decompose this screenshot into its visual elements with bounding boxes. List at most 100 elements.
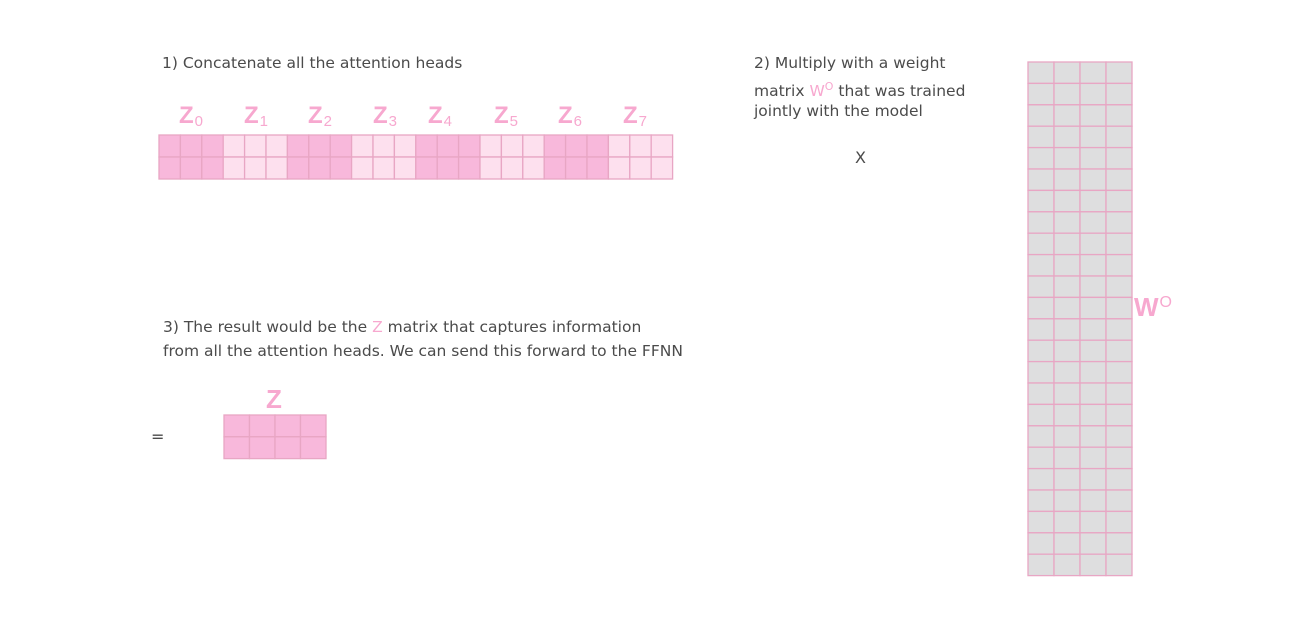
concat-cell	[372, 156, 396, 180]
wo-cell	[1027, 489, 1055, 513]
wo-cell	[1027, 360, 1055, 384]
wo-cell	[1053, 425, 1081, 448]
head-label-0: Z0	[179, 102, 203, 136]
head-letter: Z	[308, 102, 323, 129]
wo-cell	[1105, 211, 1133, 234]
wo-cell	[1079, 382, 1107, 406]
wo-cell	[1079, 211, 1107, 234]
concat-cell	[629, 156, 652, 180]
concat-cell	[500, 134, 524, 158]
wo-cell	[1027, 189, 1055, 213]
concat-cell	[222, 156, 246, 180]
wo-cell	[1105, 532, 1133, 555]
wo-cell	[1027, 82, 1055, 106]
concat-cell	[308, 156, 331, 180]
wo-cell	[1027, 125, 1055, 149]
concat-cell	[586, 134, 610, 158]
wo-cell	[1027, 425, 1055, 448]
wo-cell	[1105, 168, 1133, 192]
wo-cell	[1079, 532, 1107, 555]
wo-cell	[1105, 425, 1133, 448]
concat-cell	[522, 134, 545, 158]
concat-cell	[286, 134, 310, 158]
wo-cell	[1079, 82, 1107, 106]
head-label-7: Z7	[623, 102, 647, 136]
wo-cell	[1027, 296, 1055, 320]
wo-cell	[1105, 339, 1133, 363]
step2-w-sup: O	[824, 80, 834, 93]
wo-cell	[1079, 425, 1107, 448]
wo-cell	[1105, 382, 1133, 406]
concat-cell	[457, 134, 481, 158]
wo-cell	[1053, 211, 1081, 234]
concat-cell	[415, 134, 438, 158]
wo-cell	[1053, 125, 1081, 149]
wo-cell	[1079, 168, 1107, 192]
wo-cell	[1027, 253, 1055, 277]
step2-line1: 2) Multiply with a weight	[754, 54, 946, 72]
wo-cell	[1027, 467, 1055, 491]
wo-cell	[1079, 189, 1107, 213]
head-label-1: Z1	[244, 102, 268, 136]
concat-cell	[607, 134, 631, 158]
z-cell	[248, 436, 276, 460]
wo-cell	[1027, 275, 1055, 299]
z-cell	[299, 436, 327, 460]
concat-cell	[543, 134, 567, 158]
concat-cell	[350, 156, 374, 180]
concat-cell	[543, 156, 567, 180]
wo-cell	[1105, 403, 1133, 427]
wo-cell	[1105, 146, 1133, 170]
concat-cell	[586, 156, 610, 180]
wo-cell	[1053, 382, 1081, 406]
wo-cell	[1027, 211, 1055, 234]
wo-cell	[1053, 403, 1081, 427]
wo-cell	[1027, 146, 1055, 170]
head-label-6: Z6	[558, 102, 582, 136]
step3-line1-pre: 3) The result would be the	[163, 318, 373, 336]
wo-cell	[1079, 339, 1107, 363]
wo-cell	[1053, 104, 1081, 127]
head-sub: 0	[194, 113, 204, 130]
wo-sup: O	[1159, 294, 1172, 311]
wo-cell	[1027, 61, 1055, 85]
wo-cell	[1027, 446, 1055, 470]
wo-cell	[1027, 510, 1055, 534]
wo-cell	[1105, 104, 1133, 127]
wo-cell	[1053, 532, 1081, 555]
wo-cell	[1027, 553, 1055, 577]
wo-cell	[1053, 146, 1081, 170]
wo-cell	[1053, 168, 1081, 192]
wo-cell	[1027, 104, 1055, 127]
wo-cell	[1079, 489, 1107, 513]
wo-cell	[1053, 318, 1081, 341]
head-letter: Z	[623, 102, 638, 129]
head-letter: Z	[494, 102, 509, 129]
wo-cell	[1079, 104, 1107, 127]
wo-cell	[1105, 232, 1133, 256]
wo-cell	[1105, 467, 1133, 491]
wo-cell	[1027, 168, 1055, 192]
wo-cell	[1053, 360, 1081, 384]
wo-cell	[1105, 125, 1133, 149]
wo-cell	[1105, 553, 1133, 577]
head-label-4: Z4	[428, 102, 452, 136]
wo-cell	[1053, 489, 1081, 513]
concat-cell	[265, 134, 289, 158]
wo-letter: W	[1134, 292, 1159, 322]
wo-cell	[1079, 553, 1107, 577]
wo-cell	[1053, 510, 1081, 534]
wo-cell	[1053, 339, 1081, 363]
wo-cell	[1053, 189, 1081, 213]
head-letter: Z	[179, 102, 194, 129]
concat-cell	[500, 156, 524, 180]
wo-cell	[1079, 125, 1107, 149]
concat-cell	[201, 156, 224, 180]
wo-cell	[1053, 275, 1081, 299]
concat-cell	[436, 156, 460, 180]
wo-cell	[1105, 82, 1133, 106]
concat-cell	[436, 134, 460, 158]
head-sub: 4	[443, 113, 453, 130]
wo-cell	[1027, 318, 1055, 341]
step3-line2: from all the attention heads. We can sen…	[163, 342, 683, 360]
